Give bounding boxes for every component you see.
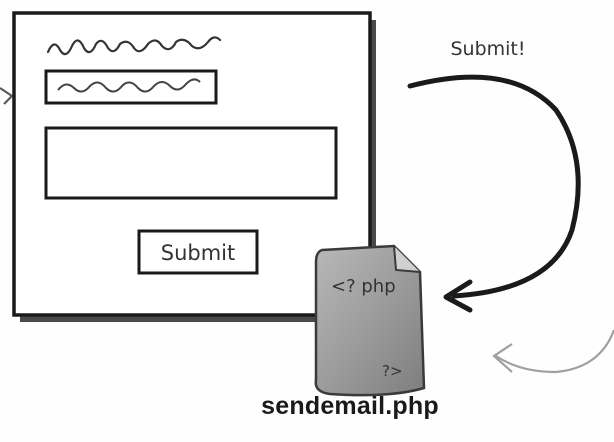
- submit-arrow-label: Submit!: [450, 38, 525, 60]
- php-close-tag: ?>: [382, 362, 403, 380]
- php-open-tag: <? php: [331, 276, 396, 297]
- submit-arrow: Submit!: [407, 38, 581, 313]
- return-arrow: [492, 329, 614, 374]
- submit-button[interactable]: Submit: [161, 241, 236, 265]
- message-area: [44, 126, 338, 200]
- name-field-scribble: [57, 78, 201, 93]
- incoming-arrow: [0, 87, 13, 105]
- file-name-label: sendemail.php: [261, 392, 439, 420]
- submit-button-frame[interactable]: [137, 229, 259, 275]
- web-form: Submit: [12, 11, 376, 322]
- php-file-icon: <? php ?>: [314, 244, 426, 397]
- scribble-heading: [46, 36, 222, 56]
